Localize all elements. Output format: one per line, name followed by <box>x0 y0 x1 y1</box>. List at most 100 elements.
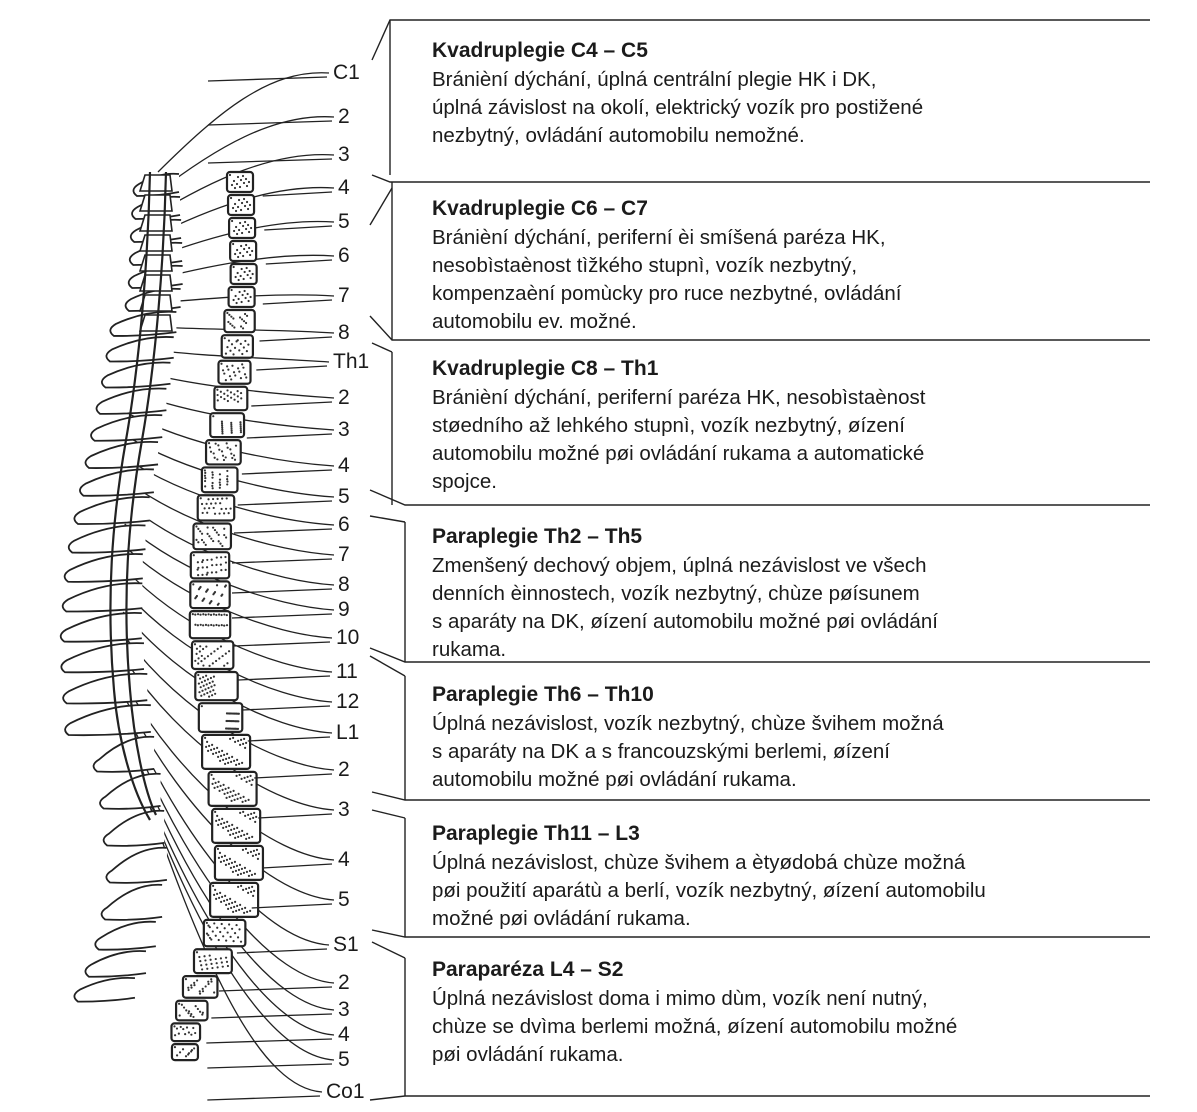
vertebra-stipple <box>244 205 246 207</box>
vertebra-stipple <box>211 694 213 696</box>
vertebra-stipple <box>230 453 232 455</box>
vertebral-body <box>204 920 246 946</box>
vertebra-stipple <box>212 680 214 682</box>
vertebra-stipple <box>202 512 204 514</box>
vertebra-stipple <box>250 813 252 815</box>
spinous-process <box>106 848 167 883</box>
segment-leader <box>248 737 330 741</box>
vertebra <box>183 976 217 998</box>
vertebra-stipple <box>229 448 231 450</box>
vertebra-stipple <box>234 794 236 796</box>
vertebra-stipple <box>241 353 243 355</box>
segment-leader <box>254 774 332 778</box>
vertebra-stipple <box>234 203 236 205</box>
segment-leader <box>260 337 332 341</box>
vertebra-stipple <box>252 273 254 275</box>
vertebra-stipple <box>234 861 236 863</box>
vertebra-stipple <box>226 312 228 314</box>
vertebra-stipple <box>190 1034 192 1036</box>
vertebra-stipple <box>232 353 234 355</box>
vertebra-stipple <box>226 821 228 823</box>
vertebra-stipple <box>230 391 232 393</box>
vertebra-stipple <box>233 230 235 232</box>
vertebra-stipple <box>232 940 234 942</box>
vertebra-stipple <box>238 229 240 231</box>
vertebra-stipple <box>218 512 220 514</box>
vertebra-stipple <box>205 675 207 677</box>
vertebra-stipple <box>253 850 255 852</box>
vertebra <box>202 467 238 492</box>
vertebra-stipple <box>237 886 239 888</box>
segment-label-lumbar-5: 5 <box>338 889 350 911</box>
vertebra-stipple <box>195 1005 197 1007</box>
vertebra-stipple <box>231 862 233 864</box>
vertebra-stipple <box>205 985 207 987</box>
vertebra <box>231 264 257 284</box>
vertebra-stipple <box>187 987 189 989</box>
vertebra-stipple <box>210 749 212 751</box>
segment-label-thoracic-1: Th1 <box>333 351 369 373</box>
vertebra-stipple <box>193 554 195 556</box>
vertebra-stipple <box>241 762 243 764</box>
vertebra-stipple <box>246 267 248 269</box>
vertebra-stipple <box>233 760 235 762</box>
vertebra-stipple <box>247 208 249 210</box>
vertebra-stipple <box>247 344 249 346</box>
vertebra-stipple <box>215 752 217 754</box>
vertebra-stipple <box>226 483 228 485</box>
vertebra-stipple <box>227 447 229 449</box>
vertebra-stipple <box>230 428 232 430</box>
vertebra-stipple <box>226 475 228 477</box>
vertebra-stipple <box>215 502 217 504</box>
vertebra-stipple <box>226 792 228 794</box>
vertebra-stipple <box>229 323 231 325</box>
vertebra-stipple <box>242 255 244 257</box>
block-text-line: Úplná nezávislost, chùze švihem a ètyødo… <box>432 849 1197 877</box>
vertebra-stipple <box>221 428 223 430</box>
vertebra-stipple <box>230 936 232 938</box>
vertebra-stipple <box>197 541 199 543</box>
vertebra-stipple <box>243 198 245 200</box>
vertebra-stipple <box>203 541 205 543</box>
vertebra-stipple <box>223 860 225 862</box>
vertebra-stipple <box>176 1027 178 1029</box>
vertebra-stipple <box>197 528 199 530</box>
vertebra-stipple <box>248 231 250 233</box>
vertebra-stipple <box>232 737 234 739</box>
vertebra-stipple <box>203 955 205 957</box>
segment-label-thoracic-5: 5 <box>338 486 350 508</box>
vertebra-stipple <box>206 933 208 935</box>
block-title: Paraplegie Th11 – L3 <box>432 821 1197 847</box>
vertebra-stipple <box>216 893 218 895</box>
vertebra-stipple <box>216 458 218 460</box>
vertebra-stipple <box>222 369 224 371</box>
vertebra-stipple <box>194 614 196 616</box>
vertebra-stipple <box>207 981 209 983</box>
vertebra <box>192 641 233 669</box>
vertebra-stipple <box>220 556 222 558</box>
vertebra-stipple <box>238 909 240 911</box>
segment-leader <box>256 366 327 370</box>
vertebra-stipple <box>231 365 233 367</box>
vertebra-stipple <box>195 525 197 527</box>
clinical-block-2: Kvadruplegie C6 – C7Bránièní dýchání, pe… <box>432 196 1197 336</box>
vertebra-stipple <box>231 289 233 291</box>
vertebra-stipple <box>230 761 232 763</box>
vertebra-stipple <box>237 936 239 938</box>
segment-leader <box>206 1039 332 1043</box>
segment-label-thoracic-10: 10 <box>336 627 359 649</box>
vertebra-stipple <box>220 564 222 566</box>
vertebra-stipple <box>235 226 237 228</box>
vertebra-stipple <box>203 685 205 687</box>
vertebra-stipple <box>228 903 230 905</box>
vertebra-stipple <box>221 961 223 963</box>
vertebra-stipple <box>220 957 222 959</box>
vertebra-stipple <box>206 533 208 535</box>
vertebra-stipple <box>241 202 243 204</box>
vertebra-stipple <box>247 852 249 854</box>
vertebra-stipple <box>247 293 249 295</box>
vertebra-stipple <box>220 614 222 616</box>
vertebra-stipple <box>187 1053 189 1055</box>
vertebra-stipple <box>216 927 218 929</box>
vertebra-stipple <box>220 508 222 510</box>
